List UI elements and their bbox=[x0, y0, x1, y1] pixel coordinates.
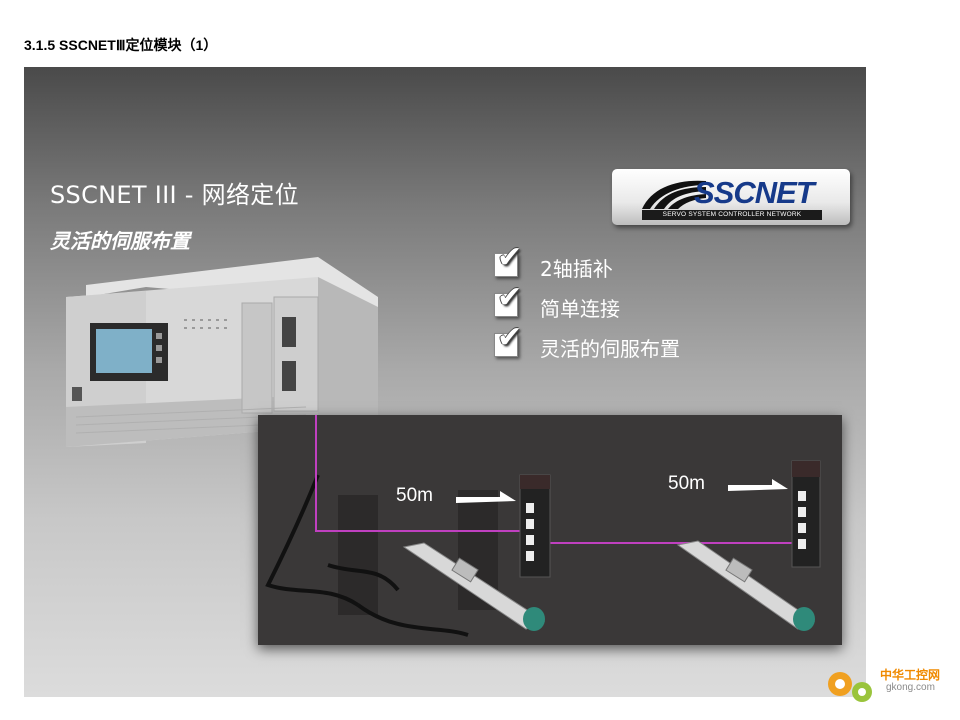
arrow-right-icon bbox=[728, 479, 788, 491]
plc-controller-image bbox=[66, 257, 378, 447]
feature-label: 灵活的伺服布置 bbox=[540, 337, 680, 361]
arrow-right-icon bbox=[456, 491, 516, 503]
slide-title: SSCNET III - 网络定位 bbox=[50, 181, 299, 209]
logo-tagline: SERVO SYSTEM CONTROLLER NETWORK bbox=[642, 210, 822, 220]
gear-icon bbox=[828, 672, 872, 702]
slide-subtitle: 灵活的伺服布置 bbox=[50, 229, 190, 253]
checkbox-checked-icon: ✔ bbox=[494, 320, 522, 357]
watermark-title: 中华工控网 bbox=[880, 668, 941, 682]
sscnet-logo: SSCNET SERVO SYSTEM CONTROLLER NETWORK bbox=[612, 169, 850, 225]
watermark: 中华工控网 gkong.com bbox=[822, 660, 960, 712]
logo-swoosh-icon bbox=[642, 180, 706, 209]
page-heading: 3.1.5 SSCNETⅢ定位模块（1） bbox=[24, 37, 218, 53]
distance-label: 50m bbox=[396, 485, 433, 506]
feature-label: 简单连接 bbox=[540, 297, 620, 321]
slide: SSCNET III - 网络定位 灵活的伺服布置 SSCNET SERVO S… bbox=[24, 67, 866, 697]
logo-text: SSCNET bbox=[694, 175, 815, 210]
checkbox-checked-icon: ✔ bbox=[494, 280, 522, 317]
distance-label: 50m bbox=[668, 473, 705, 494]
watermark-site: gkong.com bbox=[886, 682, 935, 693]
servo-network-diagram bbox=[265, 415, 821, 637]
feature-label: 2轴插补 bbox=[540, 257, 613, 281]
checkbox-checked-icon: ✔ bbox=[494, 240, 522, 277]
servo-network-panel: 50m 50m bbox=[258, 415, 842, 645]
